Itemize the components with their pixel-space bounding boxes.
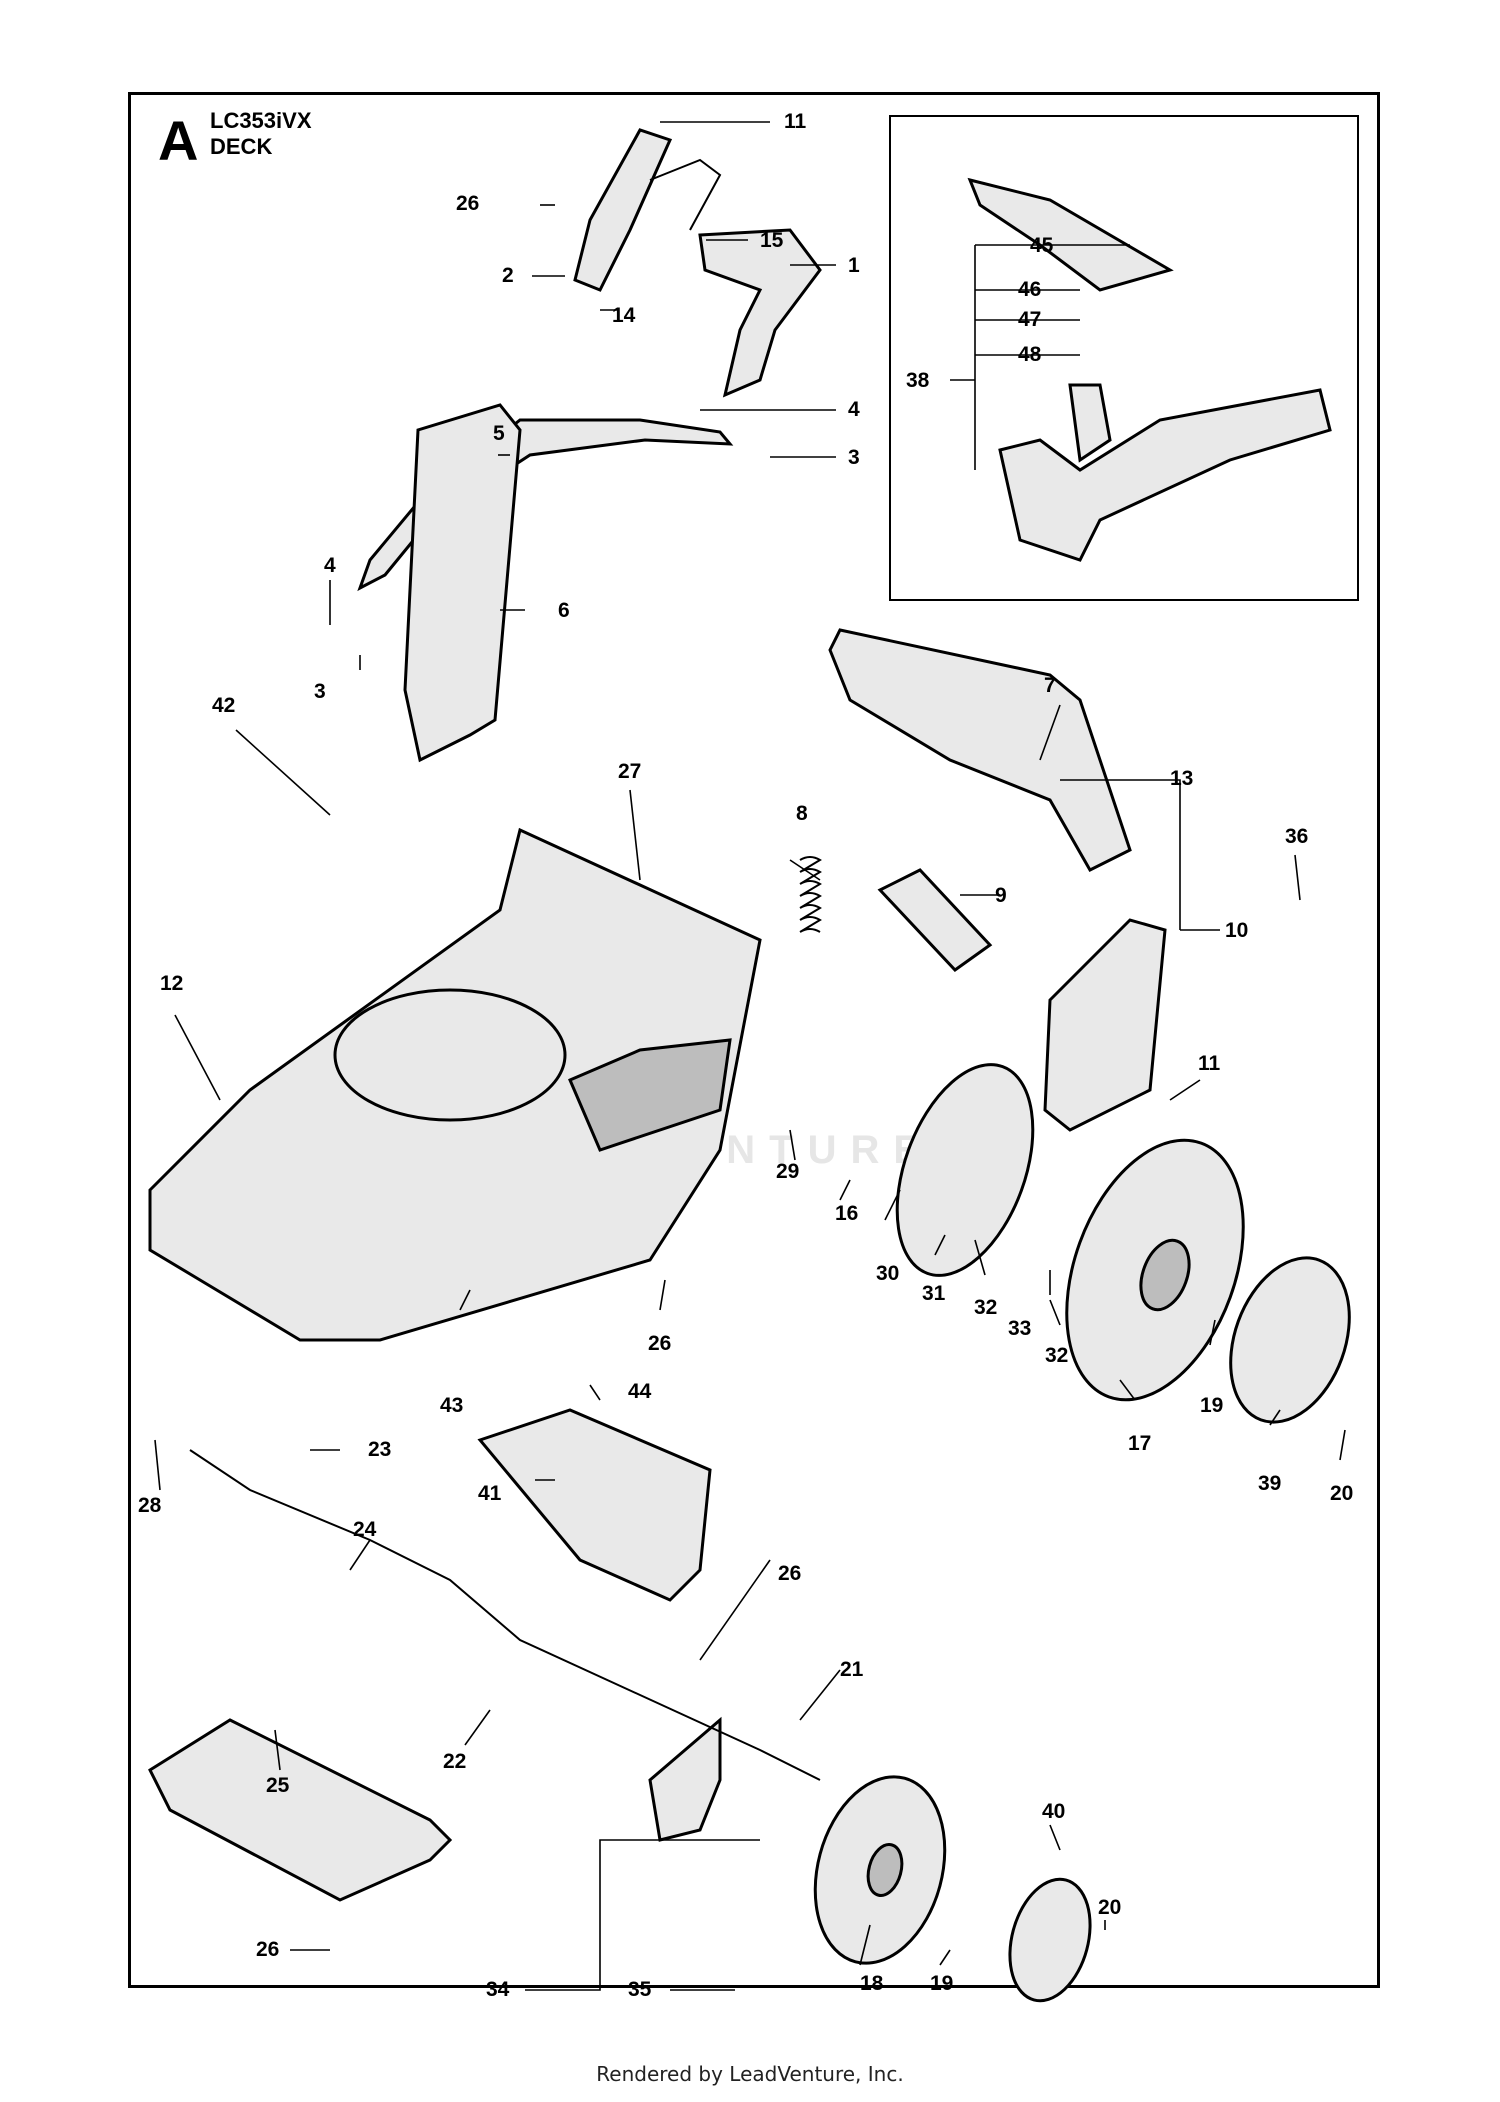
callout-23: 23 bbox=[368, 1438, 391, 1461]
callout-4-lower: 4 bbox=[324, 554, 336, 577]
callout-5: 5 bbox=[493, 422, 505, 445]
callout-10: 10 bbox=[1225, 919, 1248, 942]
callout-4-upper: 4 bbox=[848, 398, 860, 421]
callout-27: 27 bbox=[618, 760, 641, 783]
callout-9: 9 bbox=[995, 884, 1007, 907]
part-handle-bracket bbox=[573, 128, 822, 398]
callout-6: 6 bbox=[558, 599, 570, 622]
callout-36: 36 bbox=[1285, 825, 1308, 848]
leader-lines bbox=[154, 121, 1346, 1991]
callout-39: 39 bbox=[1258, 1472, 1281, 1495]
callout-32-inner: 32 bbox=[974, 1296, 997, 1319]
callout-48: 48 bbox=[1018, 343, 1042, 366]
callout-26-mid: 26 bbox=[648, 1332, 671, 1355]
callout-20-front: 20 bbox=[1098, 1896, 1121, 1919]
callout-1: 1 bbox=[848, 254, 860, 277]
part-deck bbox=[148, 827, 762, 1342]
callout-40: 40 bbox=[1042, 1800, 1065, 1823]
callout-20-rear: 20 bbox=[1330, 1482, 1353, 1505]
callout-11-handle-screw: 11 bbox=[784, 110, 807, 133]
part-front-wheel bbox=[813, 1775, 947, 1965]
part-wheel-disc bbox=[895, 1063, 1035, 1277]
part-side-plate bbox=[1043, 918, 1167, 1132]
callout-21: 21 bbox=[840, 1658, 864, 1681]
callout-8: 8 bbox=[796, 802, 808, 825]
callout-32-outer: 32 bbox=[1045, 1344, 1068, 1367]
blade-inset-box bbox=[889, 115, 1359, 601]
callout-34: 34 bbox=[486, 1978, 510, 2001]
part-rear-axle-carrier bbox=[828, 628, 1132, 872]
callout-30: 30 bbox=[876, 1262, 899, 1285]
part-front-axle bbox=[189, 1449, 821, 1781]
diagram-frame bbox=[128, 92, 1380, 1988]
callout-46: 46 bbox=[1018, 278, 1041, 301]
callout-47: 47 bbox=[1018, 308, 1041, 331]
callout-11-side: 11 bbox=[1198, 1052, 1221, 1075]
callout-33: 33 bbox=[1008, 1317, 1031, 1340]
model-name: LC353iVX bbox=[210, 108, 312, 133]
callout-24: 24 bbox=[353, 1518, 377, 1541]
section-name: DECK bbox=[210, 134, 273, 159]
callout-labels: 11 26 15 2 1 14 4 5 3 4 6 3 45 46 47 48 … bbox=[138, 110, 1353, 2001]
callout-16: 16 bbox=[835, 1202, 858, 1225]
footer-credit: Rendered by LeadVenture, Inc. bbox=[596, 2062, 904, 2086]
callout-26-front: 26 bbox=[778, 1562, 801, 1585]
callout-44: 44 bbox=[628, 1380, 652, 1403]
callout-29: 29 bbox=[776, 1160, 799, 1183]
callout-15: 15 bbox=[760, 229, 784, 252]
part-flap bbox=[877, 868, 993, 972]
callout-26-bottom: 26 bbox=[256, 1938, 279, 1961]
callout-3-upper: 3 bbox=[848, 446, 860, 469]
callout-7: 7 bbox=[1044, 674, 1056, 697]
callout-38: 38 bbox=[906, 369, 930, 392]
part-blade bbox=[967, 177, 1332, 562]
part-hubcap-rear bbox=[1229, 1256, 1351, 1424]
callout-19-front: 19 bbox=[930, 1972, 953, 1995]
callout-41: 41 bbox=[478, 1482, 502, 1505]
callout-31: 31 bbox=[922, 1282, 946, 1305]
callout-25: 25 bbox=[266, 1774, 290, 1797]
section-letter: A bbox=[158, 109, 199, 172]
callout-13: 13 bbox=[1170, 767, 1193, 790]
part-front-axle-carrier bbox=[148, 1718, 453, 1902]
part-air-guide bbox=[477, 1408, 712, 1602]
callout-45: 45 bbox=[1030, 234, 1054, 257]
callout-14: 14 bbox=[612, 304, 636, 327]
part-rear-wheel bbox=[1065, 1138, 1245, 1402]
callout-2: 2 bbox=[502, 264, 514, 287]
callout-43: 43 bbox=[440, 1394, 463, 1417]
part-drive-motor bbox=[648, 1716, 722, 1842]
callout-42: 42 bbox=[212, 694, 235, 717]
callout-19-rear: 19 bbox=[1200, 1394, 1223, 1417]
callout-12: 12 bbox=[160, 972, 183, 995]
callout-18: 18 bbox=[860, 1972, 884, 1995]
callout-26-screw: 26 bbox=[456, 192, 479, 215]
callout-28: 28 bbox=[138, 1494, 162, 1517]
part-rear-plate bbox=[403, 403, 522, 763]
callout-3-lower: 3 bbox=[314, 680, 326, 703]
part-hubcap-front bbox=[1008, 1877, 1092, 2003]
section-title: LC353iVX DECK bbox=[210, 108, 312, 160]
callout-35: 35 bbox=[628, 1978, 652, 2001]
part-spring bbox=[799, 856, 822, 933]
callout-17: 17 bbox=[1128, 1432, 1151, 1455]
callout-22: 22 bbox=[443, 1750, 466, 1773]
